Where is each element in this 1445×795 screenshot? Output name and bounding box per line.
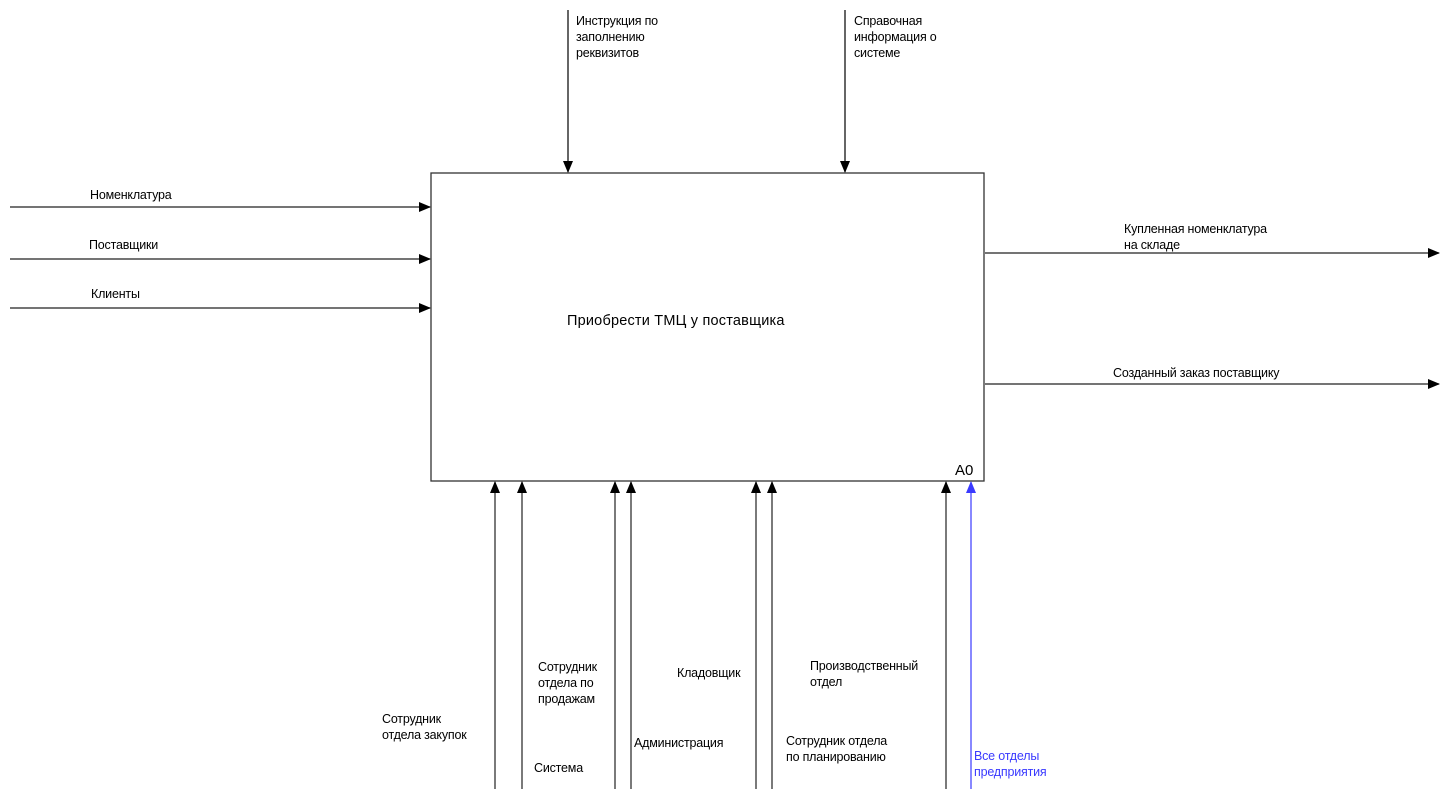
- output-label-purchased-nomenclature: Купленная номенклатура на складе: [1124, 221, 1267, 253]
- label-line: Созданный заказ поставщику: [1113, 366, 1280, 380]
- label-line: Сотрудник отдела: [786, 734, 888, 748]
- input-label-nomenclature: Номенклатура: [90, 188, 172, 202]
- mechanism-label-production-dept: Производственный отдел: [810, 658, 918, 690]
- label-line: заполнению: [576, 30, 645, 44]
- label-line: предприятия: [974, 765, 1047, 779]
- function-box-title: Приобрести ТМЦ у поставщика: [567, 313, 785, 329]
- label-line: продажам: [538, 692, 595, 706]
- label-line: на складе: [1124, 238, 1180, 252]
- label-line: Администрация: [634, 736, 724, 750]
- control-label-reference-info: Справочная информация о системе: [854, 13, 937, 61]
- mechanism-label-system: Система: [534, 760, 583, 776]
- mechanism-label-storekeeper: Кладовщик: [677, 665, 741, 681]
- label-line: Кладовщик: [677, 666, 741, 680]
- label-line: Производственный: [810, 659, 919, 673]
- label-line: Все отделы: [974, 749, 1040, 763]
- label-line: Система: [534, 761, 583, 775]
- input-label-suppliers: Поставщики: [89, 238, 159, 252]
- label-line: Купленная номенклатура: [1124, 222, 1267, 236]
- label-line: Справочная: [854, 14, 923, 28]
- mechanism-label-sales-employee: Сотрудник отдела по продажам: [538, 659, 597, 707]
- label-line: отдела закупок: [382, 728, 467, 742]
- mechanism-label-all-departments: Все отделы предприятия: [974, 748, 1047, 780]
- label-line: Сотрудник: [382, 712, 441, 726]
- control-label-instructions: Инструкция по заполнению реквизитов: [576, 13, 658, 61]
- label-line: отдел: [810, 675, 843, 689]
- label-line: системе: [854, 46, 901, 60]
- mechanism-label-administration: Администрация: [634, 735, 723, 751]
- label-line: Сотрудник: [538, 660, 597, 674]
- output-label-created-order: Созданный заказ поставщику: [1113, 365, 1280, 381]
- input-label-clients: Клиенты: [91, 287, 140, 301]
- function-box[interactable]: [430, 172, 985, 482]
- label-line: Инструкция по: [576, 14, 658, 28]
- label-line: отдела по: [538, 676, 594, 690]
- label-line: по планированию: [786, 750, 886, 764]
- label-line: информация о: [854, 30, 937, 44]
- label-line: реквизитов: [576, 46, 639, 60]
- mechanism-label-planning-employee: Сотрудник отдела по планированию: [786, 733, 887, 765]
- mechanism-label-purchasing-employee: Сотрудник отдела закупок: [382, 711, 467, 743]
- function-box-node-id: A0: [955, 462, 974, 479]
